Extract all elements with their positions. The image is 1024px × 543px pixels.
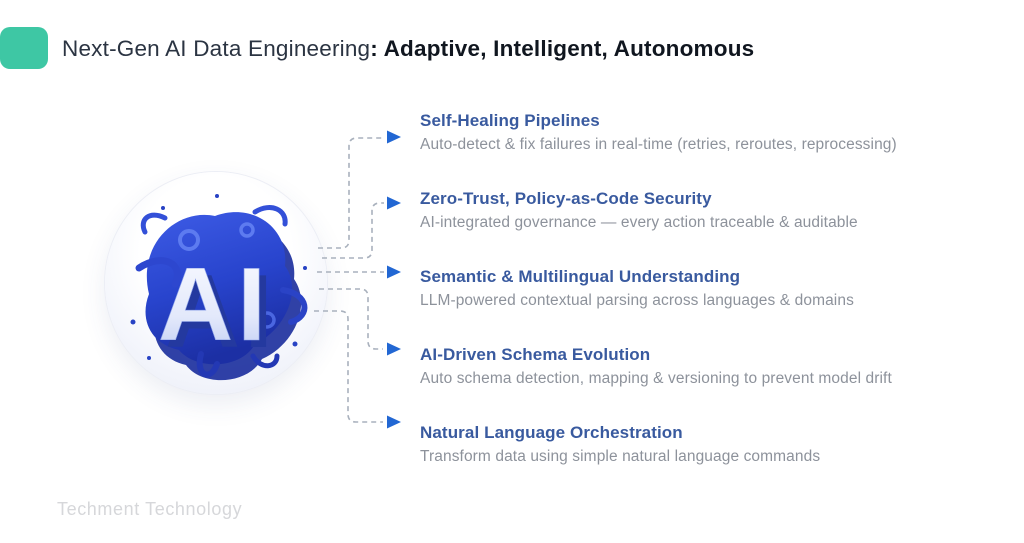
arrow-right-icon: [387, 415, 401, 429]
page-title-bold: : Adaptive, Intelligent, Autonomous: [370, 36, 755, 61]
feature-description: LLM-powered contextual parsing across la…: [420, 292, 854, 309]
feature-title: Semantic & Multilingual Understanding: [420, 267, 741, 286]
feature-description: Auto-detect & fix failures in real-time …: [420, 136, 897, 153]
brand-watermark: Techment Technology: [57, 499, 243, 519]
arrow-right-icon: [387, 130, 401, 144]
feature-item-semantic: Semantic & Multilingual Understanding LL…: [420, 265, 940, 312]
arrow-right-icon: [387, 196, 401, 210]
ai-label: AI: [158, 247, 270, 363]
ai-illustration-circle: AI AI: [105, 172, 327, 394]
feature-item-nl-orchestration: Natural Language Orchestration Transform…: [420, 421, 940, 468]
feature-title: Natural Language Orchestration: [420, 423, 683, 442]
page-title: Next-Gen AI Data Engineering: Adaptive, …: [62, 33, 754, 65]
arrow-right-icon: [387, 342, 401, 356]
feature-title: Zero-Trust, Policy-as-Code Security: [420, 189, 712, 208]
connector-path-2: [322, 202, 384, 259]
feature-title: Self-Healing Pipelines: [420, 111, 600, 130]
ai-artwork-icon: AI AI: [130, 194, 308, 381]
feature-item-self-healing: Self-Healing Pipelines Auto-detect & fix…: [420, 109, 940, 156]
connector-path-1: [318, 137, 383, 249]
feature-item-schema-evolution: AI-Driven Schema Evolution Auto schema d…: [420, 343, 940, 390]
ai-label-shadow: AI: [165, 254, 277, 370]
feature-description: Auto schema detection, mapping & version…: [420, 370, 892, 387]
page-title-regular: Next-Gen AI Data Engineering: [62, 36, 371, 61]
feature-description: Transform data using simple natural lang…: [420, 448, 821, 465]
arrow-right-icon: [387, 265, 401, 279]
feature-title: AI-Driven Schema Evolution: [420, 345, 651, 364]
accent-square: [0, 27, 48, 69]
feature-item-zero-trust: Zero-Trust, Policy-as-Code Security AI-i…: [420, 187, 940, 234]
feature-description: AI-integrated governance — every action …: [420, 214, 858, 231]
connector-path-4: [319, 288, 383, 350]
